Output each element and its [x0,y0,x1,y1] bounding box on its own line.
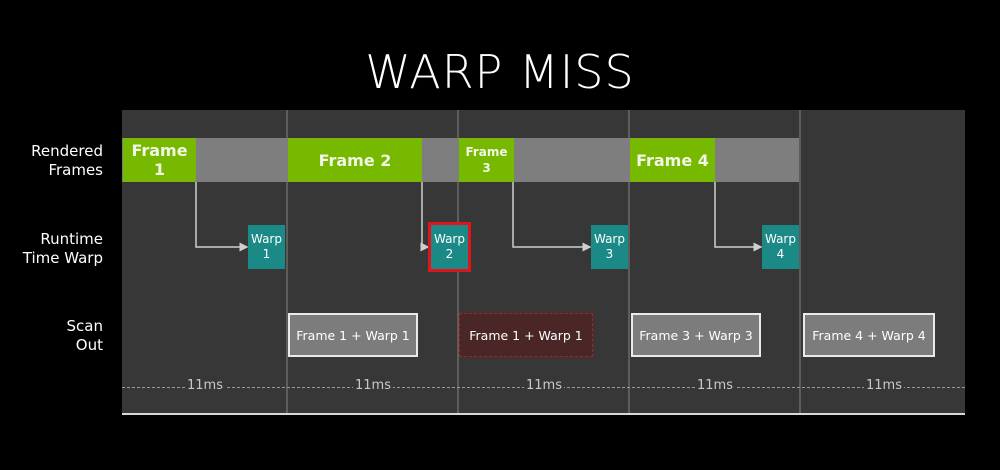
row-label-runtime-time-warp: Runtime Time Warp [22,230,103,267]
scan-out-block: Frame 4 + Warp 4 [803,313,935,357]
interval-label: 11ms [353,378,393,393]
interval-label: 11ms [524,378,564,393]
diagram-title: WARP MISS [365,45,635,99]
frame-block: Frame 3 [459,138,514,182]
interval-label: 11ms [864,378,904,393]
warp-block: Warp 4 [762,225,799,269]
row-label-scan-out: Scan Out [66,317,103,354]
row-label-rendered-frames: Rendered Frames [31,142,103,179]
warp-block: Warp 3 [591,225,628,269]
frame-block: Frame 1 [123,138,196,182]
interval-label: 11ms [185,378,225,393]
vsync-line [286,110,288,413]
vsync-line [628,110,630,413]
warp-block-missed: Warp 2 [428,222,471,272]
frame-block: Frame 2 [288,138,422,182]
interval-label: 11ms [695,378,735,393]
scan-out-block-missed: Frame 1 + Warp 1 [459,313,593,357]
frame-block: Frame 4 [630,138,715,182]
scan-out-block: Frame 1 + Warp 1 [288,313,418,357]
warp-block: Warp 1 [248,225,285,269]
vsync-line [799,110,801,413]
scan-out-block: Frame 3 + Warp 3 [631,313,761,357]
